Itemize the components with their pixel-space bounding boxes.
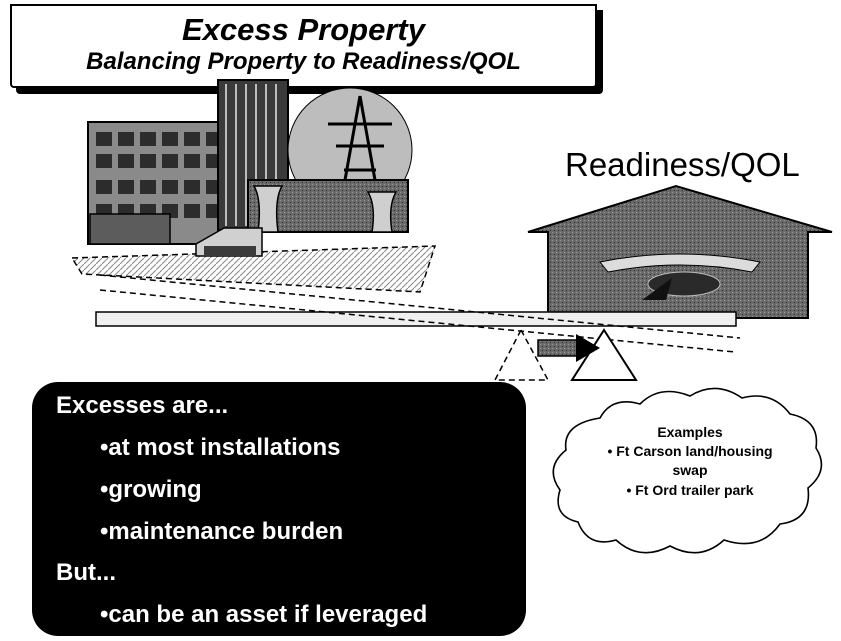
readiness-house-icon [527,184,833,319]
excesses-item: •maintenance burden [100,518,344,545]
excesses-item: •at most installations [100,434,341,461]
examples-heading: Examples [657,424,723,440]
examples-cloud [552,387,823,554]
page-subtitle: Balancing Property to Readiness/QOL [86,48,521,75]
property-buildings-icon [70,79,437,293]
examples-item: • Ft Carson land/housing [607,443,773,459]
tilt-hint [99,274,741,381]
but-heading: But... [56,559,116,586]
excesses-panel: Excesses are... •at most installations •… [32,382,526,636]
arrow-right-icon [537,334,600,362]
excesses-item: •growing [100,476,202,503]
but-item: •can be an asset if leveraged [100,601,428,628]
readiness-label: Readiness/QOL [565,146,800,183]
balance-beam [95,311,737,327]
title-banner: Excess Property Balancing Property to Re… [10,4,597,88]
examples-item: swap [672,462,708,478]
page-title: Excess Property [182,12,425,47]
excesses-heading: Excesses are... [56,392,229,419]
examples-item: • Ft Ord trailer park [626,482,754,498]
